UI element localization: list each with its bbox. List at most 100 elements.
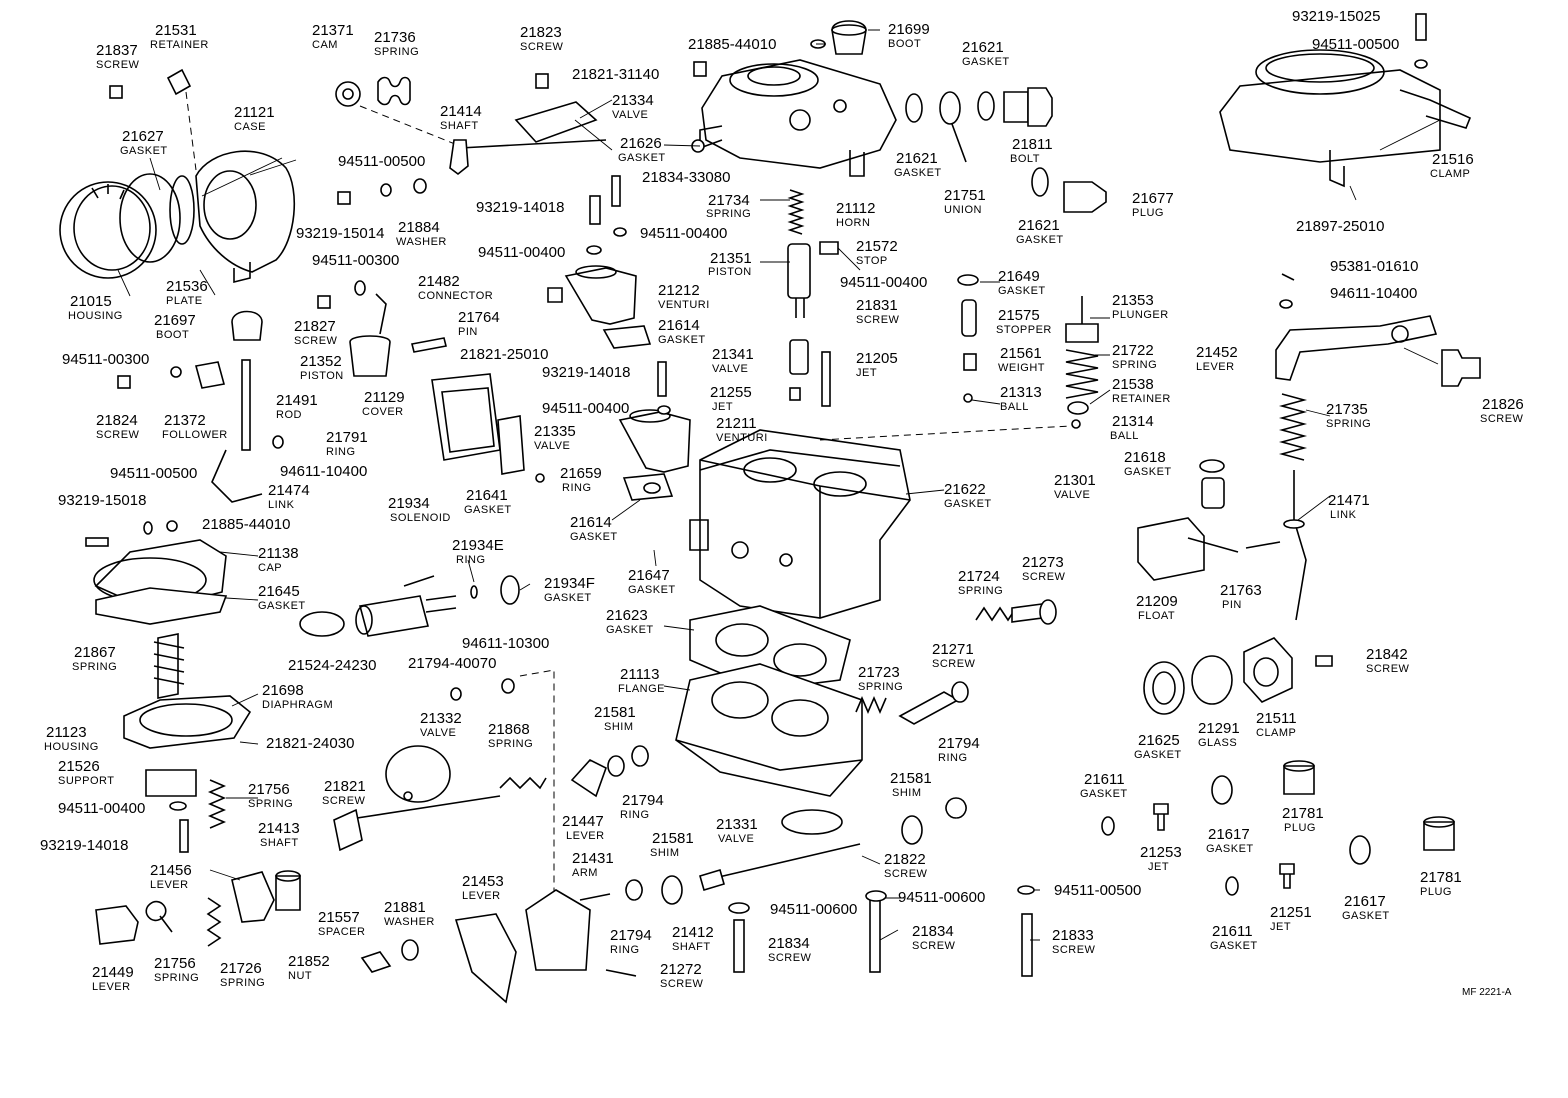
svg-text:HOUSING: HOUSING bbox=[68, 310, 123, 322]
svg-text:21677: 21677 bbox=[1132, 190, 1174, 207]
svg-text:SCREW: SCREW bbox=[1052, 944, 1096, 956]
callout: 93219-14018 bbox=[542, 364, 630, 381]
svg-text:21794-40070: 21794-40070 bbox=[408, 655, 496, 672]
svg-text:21353: 21353 bbox=[1112, 292, 1154, 309]
svg-text:21881: 21881 bbox=[384, 899, 426, 916]
svg-text:PISTON: PISTON bbox=[708, 266, 752, 278]
svg-text:94511-00600: 94511-00600 bbox=[898, 889, 985, 906]
svg-text:HOUSING: HOUSING bbox=[44, 741, 99, 753]
svg-text:21524-24230: 21524-24230 bbox=[288, 657, 376, 674]
svg-text:CONNECTOR: CONNECTOR bbox=[418, 290, 493, 302]
svg-text:21724: 21724 bbox=[958, 568, 1000, 585]
svg-text:SCREW: SCREW bbox=[912, 940, 956, 952]
svg-text:21827: 21827 bbox=[294, 318, 336, 335]
svg-text:SPRING: SPRING bbox=[958, 585, 1003, 597]
svg-text:PIN: PIN bbox=[1222, 599, 1242, 611]
svg-text:21331: 21331 bbox=[716, 816, 758, 833]
svg-text:LEVER: LEVER bbox=[92, 981, 131, 993]
callout: 21821-25010 bbox=[460, 346, 548, 363]
svg-text:SCREW: SCREW bbox=[932, 658, 976, 670]
svg-text:SPRING: SPRING bbox=[858, 681, 903, 693]
callout: 94511-00300 bbox=[62, 351, 149, 368]
svg-text:SOLENOID: SOLENOID bbox=[390, 512, 451, 524]
svg-text:SCREW: SCREW bbox=[96, 429, 140, 441]
svg-text:GASKET: GASKET bbox=[1124, 466, 1172, 478]
callout: 21885-44010 bbox=[202, 516, 290, 533]
svg-text:21341: 21341 bbox=[712, 346, 754, 363]
svg-text:21581: 21581 bbox=[594, 704, 636, 721]
svg-text:RING: RING bbox=[620, 809, 650, 821]
svg-text:SHIM: SHIM bbox=[604, 721, 634, 733]
svg-text:SCREW: SCREW bbox=[884, 868, 928, 880]
svg-text:21531: 21531 bbox=[155, 22, 197, 39]
svg-text:21834: 21834 bbox=[912, 923, 954, 940]
svg-text:21273: 21273 bbox=[1022, 554, 1064, 571]
svg-text:SPRING: SPRING bbox=[1112, 359, 1157, 371]
svg-text:21621: 21621 bbox=[1018, 217, 1060, 234]
svg-text:21538: 21538 bbox=[1112, 376, 1154, 393]
callout: 21821-31140 bbox=[572, 66, 659, 83]
svg-text:21611: 21611 bbox=[1212, 923, 1253, 940]
svg-text:21763: 21763 bbox=[1220, 582, 1262, 599]
svg-text:21452: 21452 bbox=[1196, 344, 1238, 361]
svg-text:21885-44010: 21885-44010 bbox=[688, 36, 776, 53]
svg-text:SCREW: SCREW bbox=[1480, 413, 1524, 425]
svg-text:GASKET: GASKET bbox=[606, 624, 654, 636]
svg-text:21334: 21334 bbox=[612, 92, 654, 109]
air-horn-drawing bbox=[691, 20, 897, 177]
svg-text:94511-00400: 94511-00400 bbox=[58, 800, 145, 817]
svg-text:21482: 21482 bbox=[418, 273, 460, 290]
callout: 94611-10300 bbox=[462, 635, 549, 652]
part-drawings bbox=[59, 13, 1481, 1004]
svg-text:GLASS: GLASS bbox=[1198, 737, 1237, 749]
svg-text:VALVE: VALVE bbox=[534, 440, 570, 452]
svg-text:21456: 21456 bbox=[150, 862, 192, 879]
svg-text:21623: 21623 bbox=[606, 607, 648, 624]
svg-text:21621: 21621 bbox=[896, 150, 938, 167]
svg-text:21271: 21271 bbox=[932, 641, 974, 658]
svg-text:21557: 21557 bbox=[318, 909, 360, 926]
svg-text:21113: 21113 bbox=[620, 666, 660, 683]
svg-text:21352: 21352 bbox=[300, 353, 342, 370]
svg-text:VALVE: VALVE bbox=[1054, 489, 1090, 501]
svg-text:21837: 21837 bbox=[96, 42, 138, 59]
sight-glass-drawing bbox=[1143, 637, 1333, 715]
svg-text:ARM: ARM bbox=[572, 867, 598, 879]
svg-text:PISTON: PISTON bbox=[300, 370, 344, 382]
diaphragm-housing-drawing bbox=[93, 539, 252, 853]
svg-text:21625: 21625 bbox=[1138, 732, 1180, 749]
